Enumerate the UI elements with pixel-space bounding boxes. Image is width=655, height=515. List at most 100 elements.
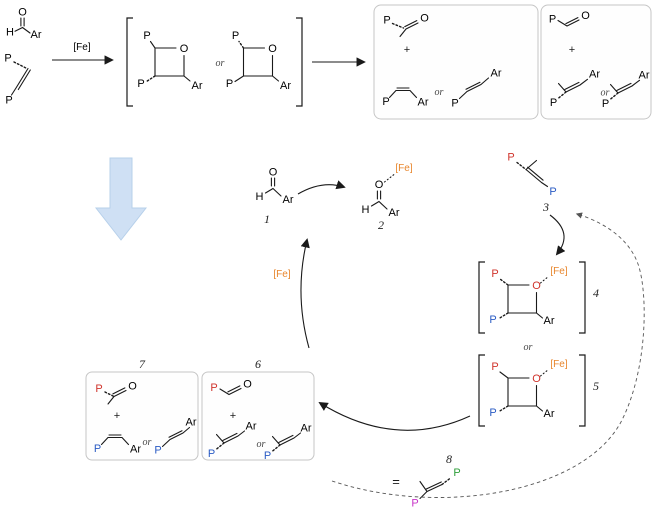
down-arrow [94,157,148,241]
atom-label-o: O [18,7,27,19]
atom-label-o-red: O [532,373,541,385]
compound-1-aldehyde: O H Ar 1 [256,167,294,227]
product-box-border [373,4,539,120]
atom-label-p: P [451,98,458,110]
atom-label-ar: Ar [31,29,42,41]
atom-label-p: P [602,98,609,110]
cycle-arrow-5-to-products [318,402,471,431]
compound-3-alkene: P P 3 [507,152,556,215]
compound-number-8: 8 [446,452,452,466]
compound-number-1: 1 [264,212,270,226]
cycle-arrow-regeneration [300,238,310,349]
coordination-dots [539,368,550,377]
compound-number-6: 6 [255,357,261,371]
atom-label-p: P [382,96,389,108]
product-box-7: 7 P O + P Ar or P Ar [85,357,199,461]
atom-label-o: O [268,43,277,55]
bond [609,79,641,94]
product-box-aldehyde: P O + P Ar or P Ar [540,4,652,120]
bond [107,387,127,405]
product-box-border [540,4,652,120]
bond [14,17,31,34]
atom-label-o: O [581,10,590,22]
bond [219,385,242,396]
or-label: or [143,437,152,448]
atom-label-ar: Ar [301,423,312,435]
coordination-dots [383,173,395,183]
atom-label-o: O [128,381,137,393]
compound-2-fe-coordinated-aldehyde: [Fe] O H Ar 2 [362,163,413,232]
bond [557,17,580,27]
stereo-dash-bond [498,405,509,413]
atom-label-p-blue: P [489,407,496,419]
stereo-dash-bond [441,477,452,486]
stereo-dash-bond [516,161,527,171]
cycle-arrow-1-to-2 [297,180,346,195]
atom-label-p: P [226,78,233,90]
bond [388,87,418,99]
atom-label-p: P [137,78,144,90]
atom-label-o: O [269,167,278,179]
stereo-dash-bond [145,75,156,83]
catalytic-cycle: O H Ar 1 [Fe] O H Ar 2 P P 3 [85,152,645,510]
atom-label-p-blue: P [549,186,556,198]
stereo-dash-bond [609,92,619,101]
stereo-dash-bond [271,444,281,453]
atom-label-o: O [420,13,429,25]
stereo-dash-bond [13,61,28,70]
bond [234,47,280,83]
compound-8-alkene-legend: = P P 8 [392,452,460,510]
atom-label-p-blue: P [94,443,101,455]
cycle-arrow-3-to-4 [549,214,566,256]
atom-label-p: P [232,30,239,42]
atom-label-p-blue: P [489,314,496,326]
atom-label-p-magenta: P [411,498,418,510]
bond [149,40,191,82]
atom-label-p-red: P [210,382,217,394]
atom-label-ar: Ar [491,68,502,80]
bond [215,430,246,444]
bond [399,20,419,38]
or-label: or [257,439,266,450]
atom-label-h: H [256,191,264,203]
aldehyde-reactant: O H Ar [6,7,42,42]
or-label: or [216,58,225,69]
fe-catalyst-label: [Fe] [73,42,90,53]
product-box-6: 6 P O + P Ar or P Ar [201,357,315,462]
bond [271,432,302,446]
compound-number-5: 5 [593,379,599,393]
atom-label-ar: Ar [418,97,429,109]
atom-label-ar: Ar [283,194,294,206]
fe-catalyst-label: [Fe] [273,269,290,280]
or-label: or [601,88,610,99]
compound-number-7: 7 [139,357,146,371]
atom-label-p-red: P [491,268,498,280]
atom-label-p-blue: P [208,448,215,460]
atom-label-ar: Ar [389,207,400,219]
bond [507,284,544,319]
bond [161,426,191,448]
atom-label-p: P [4,53,11,65]
plus-sign: + [114,410,120,422]
stereo-dash-bond [391,22,405,29]
stereo-dash-bond [215,442,225,451]
dashed-recycle-arrow [331,212,645,498]
product-box-ketone: P O + P Ar or P Ar [373,4,539,120]
stereo-dash-bond [498,278,509,320]
bond [10,67,31,96]
atom-label-ar: Ar [186,417,197,429]
atom-label-ar: Ar [544,315,555,327]
bond [370,190,388,210]
atom-label-p-green: P [453,467,460,479]
atom-label-o: O [375,179,384,191]
atom-label-p: P [549,14,556,26]
compound-number-4: 4 [593,286,599,300]
compound-number-2: 2 [378,218,384,232]
bond [419,480,443,500]
atom-label-p-red: P [507,152,514,164]
fe-catalyst-label: [Fe] [550,359,567,370]
atom-label-p: P [143,30,150,42]
top-scheme: O H Ar P P [Fe] O P P Ar or O [4,4,652,120]
oxetane-intermediate-a: O P P Ar [137,30,203,92]
